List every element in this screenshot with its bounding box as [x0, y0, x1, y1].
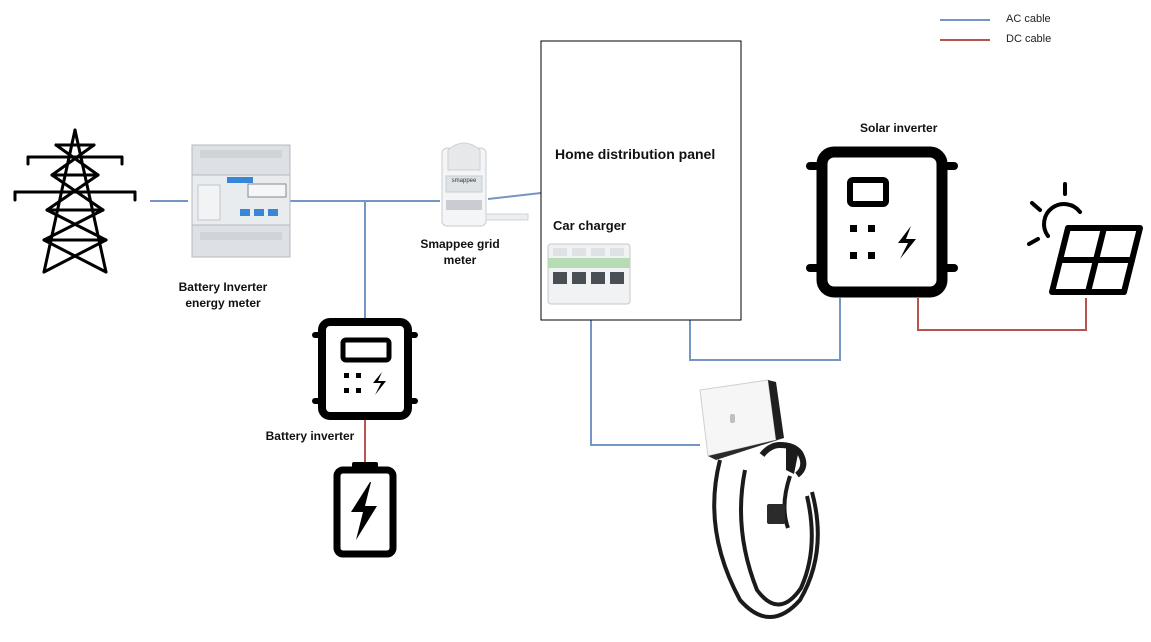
energy-meter-icon: [191, 144, 291, 258]
legend-ac-label: AC cable: [1006, 13, 1051, 25]
smappee-logo-text: smappee: [451, 178, 477, 184]
smappee-meter-icon: [441, 142, 529, 227]
battery-icon: [333, 462, 397, 558]
ac-cable-grid-panel: [487, 192, 542, 200]
battery-inverter-label: Battery inverter: [265, 429, 355, 443]
ac-cable-panel-charger: [590, 318, 700, 446]
car-charger-label: Car charger: [553, 218, 626, 233]
solar-panel-icon: [1049, 225, 1143, 295]
power-pylon-icon: [13, 128, 137, 274]
circuit-breaker-icon: [547, 243, 631, 305]
legend-dc-label: DC cable: [1006, 33, 1052, 45]
solar-inverter-icon: [806, 146, 958, 298]
sun-icon: [1027, 182, 1082, 246]
energy-meter-label: Battery Inverter energy meter: [178, 280, 268, 310]
distribution-panel-title: Home distribution panel: [555, 146, 716, 162]
dc-cable-solar: [917, 298, 1087, 331]
battery-inverter-icon: [312, 318, 418, 420]
ac-cables: [150, 192, 841, 446]
grid-meter-label: Smappee grid meter: [420, 237, 500, 267]
ev-charger-icon: [699, 379, 820, 619]
ac-cable-panel-solar: [689, 298, 841, 361]
solar-inverter-label: Solar inverter: [860, 121, 938, 135]
dc-cables: [364, 298, 1087, 462]
